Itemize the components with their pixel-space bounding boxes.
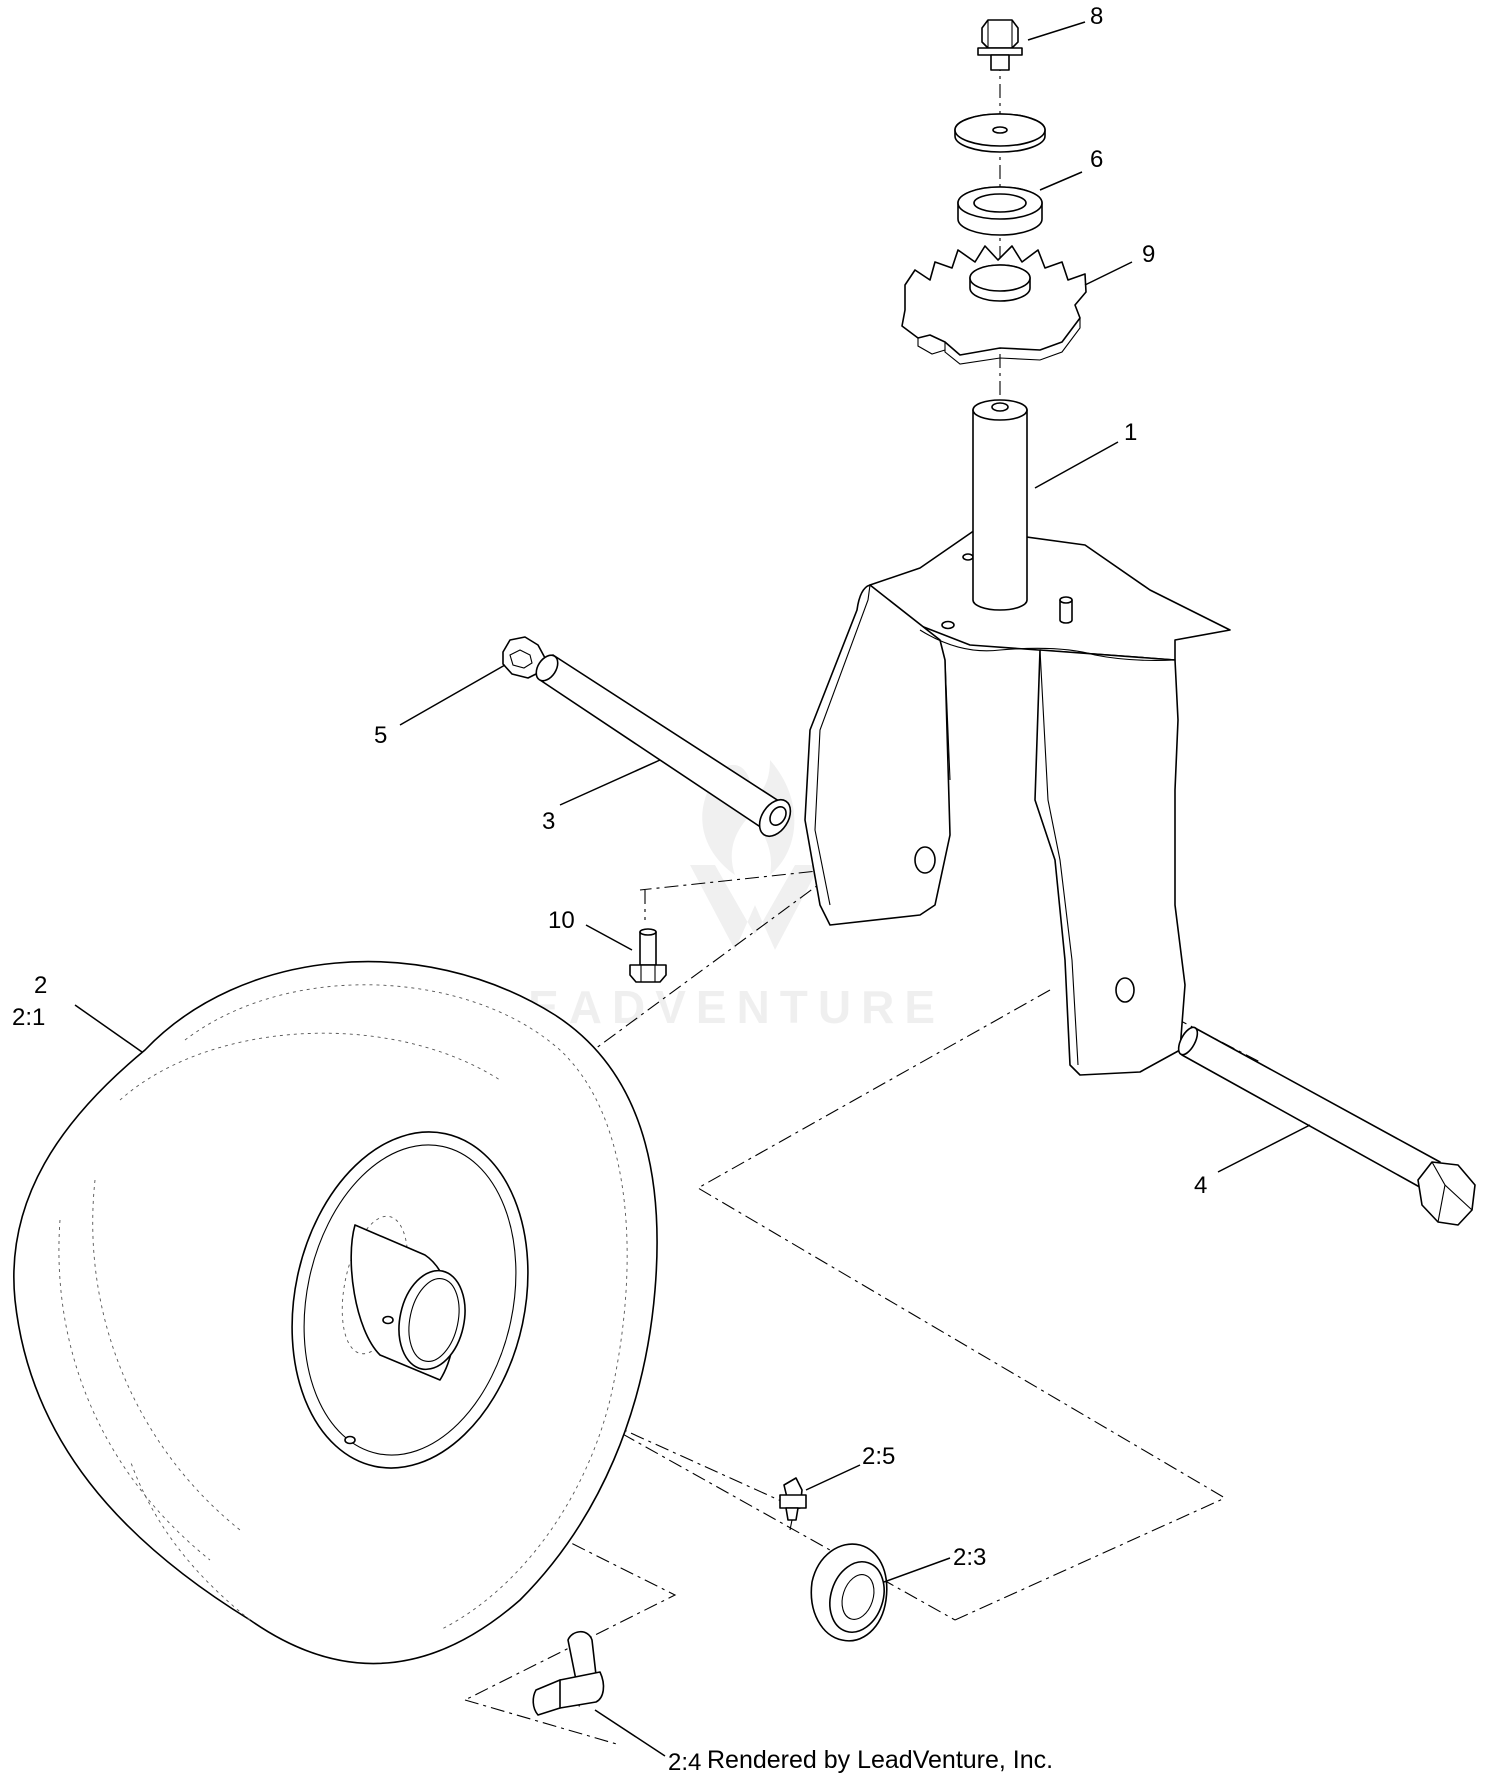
callout-9: 9 [1142,241,1155,268]
gear-plate-part-9 [901,245,1087,365]
bolt-part-8 [977,19,1023,71]
callout-5: 5 [374,722,387,749]
callout-8: 8 [1090,3,1103,30]
bearing-part-2-3 [810,1543,888,1642]
callout-2-4: 2:4 [668,1749,701,1776]
callout-labels: 8 6 9 1 5 3 10 4 2 2:1 2:5 2:3 2:4 [12,3,1207,1776]
nut-part-5 [502,636,546,679]
flat-washer [954,113,1046,153]
callout-3: 3 [542,808,555,835]
bushing-part-6 [957,186,1043,236]
valve-stem-part-2-4 [532,1630,605,1716]
callout-2-3: 2:3 [953,1544,986,1571]
wheel-assembly-part-2 [13,960,658,1665]
spacer-tube-part-3 [535,654,792,838]
axle-bolt-part-4 [1177,1026,1476,1226]
grease-fitting-part-2-5 [779,1477,807,1531]
leader-lines [74,21,1311,1757]
callout-1: 1 [1124,419,1137,446]
callout-2: 2 [34,972,47,999]
callout-2-5: 2:5 [862,1443,895,1470]
small-bolt-part-10 [629,928,667,983]
callout-4: 4 [1194,1172,1207,1199]
callout-6: 6 [1090,146,1103,173]
callout-2-1: 2:1 [12,1004,45,1031]
caster-fork-part-1 [804,399,1231,1076]
callout-10: 10 [548,907,575,934]
rendered-by-credit: Rendered by LeadVenture, Inc. [707,1746,1053,1774]
